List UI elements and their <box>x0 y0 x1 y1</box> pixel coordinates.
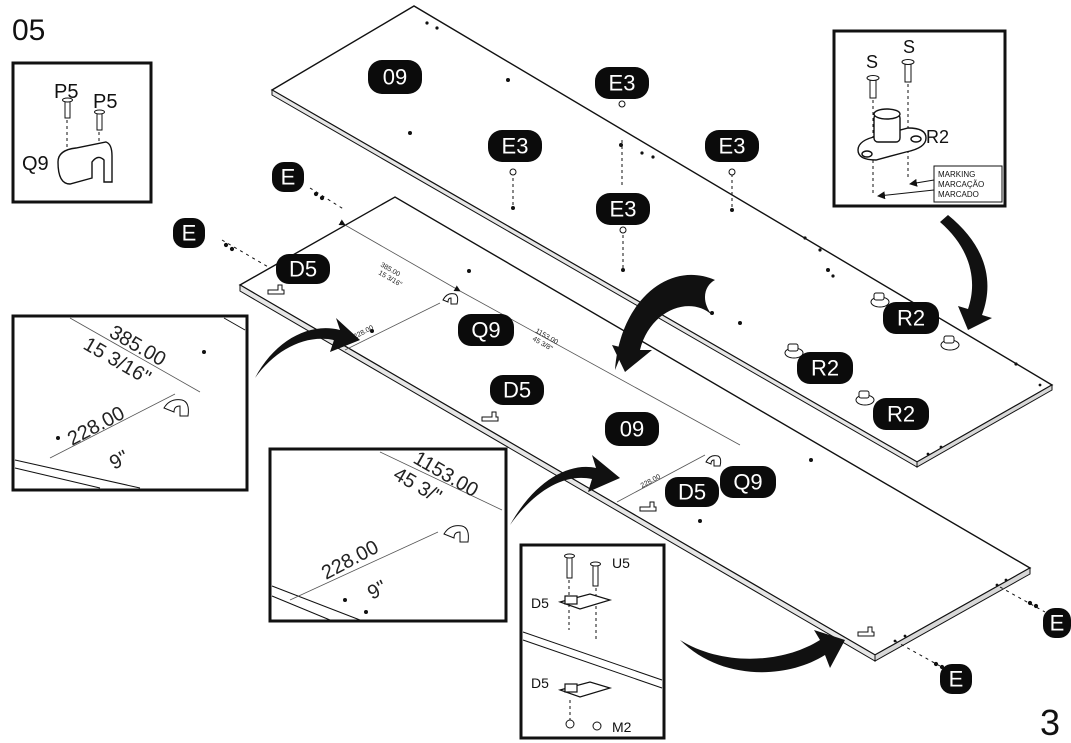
svg-text:E3: E3 <box>609 71 636 96</box>
step-number: 05 <box>12 14 45 47</box>
bracket-q9-icon <box>57 141 113 185</box>
svg-text:E3: E3 <box>610 197 637 222</box>
inset-q9-screws: P5 P5 Q9 <box>11 61 153 204</box>
inset-label-s-right: S <box>903 37 915 57</box>
svg-text:R2: R2 <box>887 402 915 427</box>
label-e-1: E <box>272 162 304 192</box>
svg-text:E: E <box>1050 611 1065 636</box>
label-r2-3: R2 <box>873 398 929 430</box>
inset-label-p5-right: P5 <box>93 91 117 113</box>
label-e3-2: E3 <box>488 130 542 162</box>
marking-note-pt: MARCAÇÃO <box>938 180 984 189</box>
screw-icon <box>62 97 105 131</box>
label-panel-09-bottom: 09 <box>605 412 659 446</box>
label-q9-1: Q9 <box>458 314 514 346</box>
svg-text:09: 09 <box>620 417 644 442</box>
label-e3-1: E3 <box>595 67 649 99</box>
pill-labels: 09 09 E3 E3 E3 E3 E E E E D5 D5 D5 Q9 Q9… <box>173 60 1071 694</box>
svg-text:D5: D5 <box>289 257 317 282</box>
hardware-on-panels <box>223 100 1039 670</box>
inset-dimension-1153: 1153.00 45 3/" 228.00 9" <box>268 447 508 623</box>
svg-text:E3: E3 <box>719 134 746 159</box>
inset-label-d5-bottom: D5 <box>531 675 549 691</box>
cam-d5-icon <box>557 593 613 698</box>
inset-label-p5-left: P5 <box>54 81 78 103</box>
screw-icon <box>866 59 915 99</box>
screw-icon <box>564 553 601 587</box>
inset-cam-d5: U5 D5 D5 M2 <box>519 543 666 740</box>
svg-text:E: E <box>182 221 197 246</box>
svg-text:Q9: Q9 <box>471 318 500 343</box>
page-number: 3 <box>1040 702 1060 743</box>
label-e-3: E <box>1043 608 1071 638</box>
bracket-q9-icon <box>443 525 469 543</box>
inset-r2-leveler: S S R2 MARKING MARCAÇÃO MARCADO <box>832 29 1007 208</box>
svg-text:R2: R2 <box>897 306 925 331</box>
label-panel-09-top: 09 <box>368 60 422 94</box>
label-r2-1: R2 <box>883 302 939 334</box>
svg-text:D5: D5 <box>678 480 706 505</box>
label-d5-1: D5 <box>276 254 330 284</box>
label-e-2: E <box>173 218 205 248</box>
label-e3-4: E3 <box>596 193 650 225</box>
top-panel-09 <box>270 5 1054 468</box>
inset-label-s-left: S <box>866 52 878 72</box>
svg-text:R2: R2 <box>811 356 839 381</box>
label-r2-2: R2 <box>797 352 853 384</box>
inset-label-d5-top: D5 <box>531 595 549 611</box>
marking-note-en: MARKING <box>938 170 975 179</box>
inset-label-r2: R2 <box>926 127 949 147</box>
bracket-q9-icon <box>163 399 189 417</box>
curved-arrow-icon <box>255 215 992 673</box>
inset-dimension-385: 385.00 15 3/16" 228.00 9" <box>11 314 249 492</box>
svg-text:E3: E3 <box>502 134 529 159</box>
inset-label-q9: Q9 <box>22 153 49 175</box>
svg-text:09: 09 <box>383 65 407 90</box>
label-d5-2: D5 <box>490 375 544 405</box>
svg-text:D5: D5 <box>503 378 531 403</box>
inset-label-m2: M2 <box>612 719 632 735</box>
svg-text:E: E <box>949 667 964 692</box>
label-d5-3: D5 <box>665 477 719 507</box>
inset-label-u5: U5 <box>612 555 630 571</box>
marking-note-es: MARCADO <box>938 190 979 199</box>
label-e-4: E <box>940 664 972 694</box>
svg-text:E: E <box>281 165 296 190</box>
label-e3-3: E3 <box>705 130 759 162</box>
leveler-r2-icon <box>857 108 927 161</box>
label-q9-2: Q9 <box>720 466 776 498</box>
svg-text:Q9: Q9 <box>733 470 762 495</box>
